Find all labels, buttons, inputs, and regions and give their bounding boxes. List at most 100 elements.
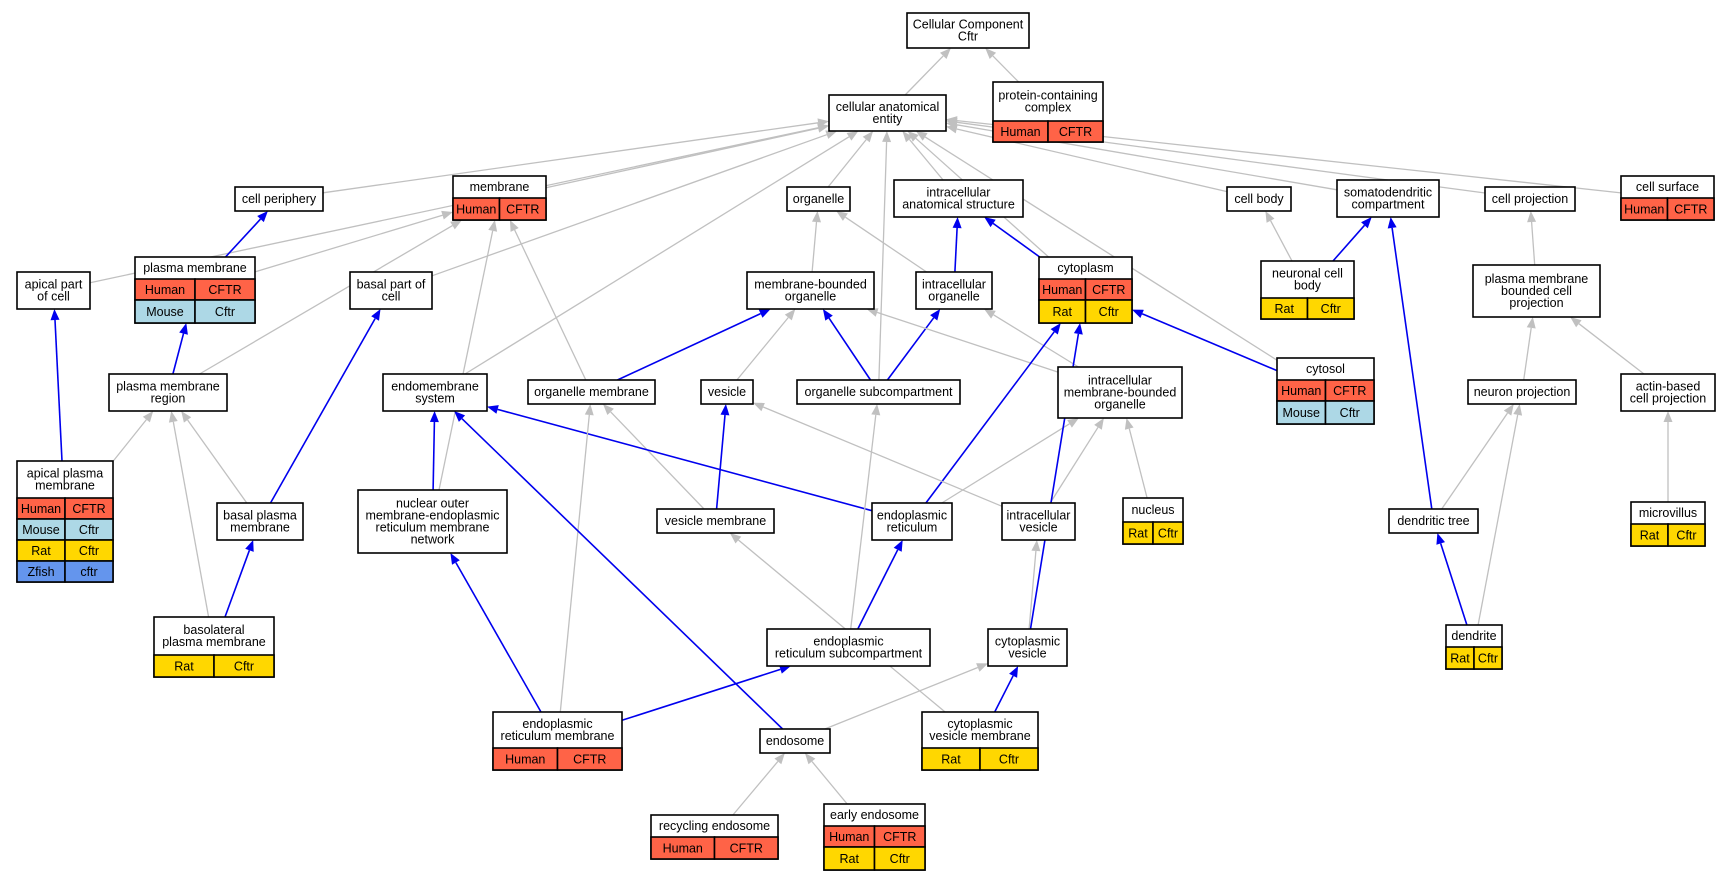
edge-pmbcp-to-cellproj [1530, 221, 1536, 266]
node-nuclear-outer-membrane-endoplasmic-reticulum-membrane-network[interactable]: nuclear outermembrane-endoplasmicreticul… [357, 489, 508, 554]
node-neuron-projection[interactable]: neuron projection [1467, 379, 1577, 405]
node-endosome[interactable]: endosome [759, 728, 831, 754]
node-box [357, 489, 508, 554]
node-box [1467, 379, 1577, 405]
node-box [527, 379, 656, 405]
node-organelle-subcompartment[interactable]: organelle subcompartment [796, 379, 961, 405]
edge-bpm-to-pmr [187, 419, 248, 504]
edge-cytves-to-iv [1028, 550, 1037, 630]
arrowhead [1527, 211, 1537, 223]
edge-dendtree-to-neuronproj [1441, 412, 1509, 510]
node-dendritic-tree[interactable]: dendritic tree [1388, 508, 1479, 534]
edge-blpm-to-bpm [224, 550, 251, 618]
gene-label: Cftr [79, 544, 99, 558]
node-box [915, 271, 993, 310]
node-label-line: somatodendritic [1344, 186, 1432, 200]
arrowhead [784, 309, 796, 321]
node-box [871, 502, 953, 541]
node-vesicle-membrane[interactable]: vesicle membrane [656, 508, 775, 534]
arrowhead [168, 411, 178, 423]
gene-label: Cftr [1478, 652, 1498, 666]
edge-endosome-to-endosys [461, 418, 784, 730]
edge-ermem-to-ersub [621, 668, 781, 722]
arrowhead [915, 131, 928, 141]
node-box [349, 271, 433, 310]
node-label-line: intracellular [1088, 374, 1152, 388]
node-cell-body[interactable]: cell body [1226, 186, 1292, 212]
gene-label: Cftr [1676, 529, 1696, 543]
arrowhead [817, 123, 829, 133]
node-label-line: network [411, 533, 456, 547]
node-label-line: plasma membrane [143, 261, 247, 275]
species-label: Rat [1640, 529, 1660, 543]
edge-ncb-to-somato [1332, 224, 1366, 262]
node-organelle[interactable]: organelle [786, 186, 851, 212]
edge-orgmem-to-membrane [514, 229, 587, 381]
node-label-line: neuronal cell [1272, 267, 1343, 281]
gene-label: Cftr [234, 660, 254, 674]
arrowhead [1124, 418, 1134, 430]
node-label-line: nucleus [1131, 503, 1174, 517]
node-box [656, 508, 775, 534]
node-organelle-membrane[interactable]: organelle membrane [527, 379, 656, 405]
gene-label: CFTR [72, 502, 105, 516]
edge-cytosol-to-cytoplasm [1141, 313, 1278, 372]
node-label-line: cell [382, 290, 401, 304]
node-vesicle[interactable]: vesicle [700, 379, 754, 405]
node-label-line: Cftr [958, 30, 978, 44]
node-cell-periphery[interactable]: cell periphery [234, 186, 324, 212]
node-box [700, 379, 754, 405]
node-box [234, 186, 324, 212]
edge-pcc-to-root [992, 55, 1020, 83]
node-cell-projection[interactable]: cell projection [1484, 186, 1576, 212]
arrowhead [893, 540, 903, 552]
node-label-line: cellular anatomical [836, 100, 940, 114]
edge-orgsub-to-io [886, 317, 935, 381]
node-label-line: intracellular [1007, 509, 1071, 523]
node-box [1336, 179, 1440, 218]
edge-nucleus-to-imbo [1128, 428, 1148, 499]
node-label-line: basal part of [357, 278, 426, 292]
species-label: Human [1042, 283, 1082, 297]
edge-apm-to-apicalpart [54, 319, 63, 462]
arrowhead [257, 211, 268, 223]
arrowhead [429, 411, 439, 423]
